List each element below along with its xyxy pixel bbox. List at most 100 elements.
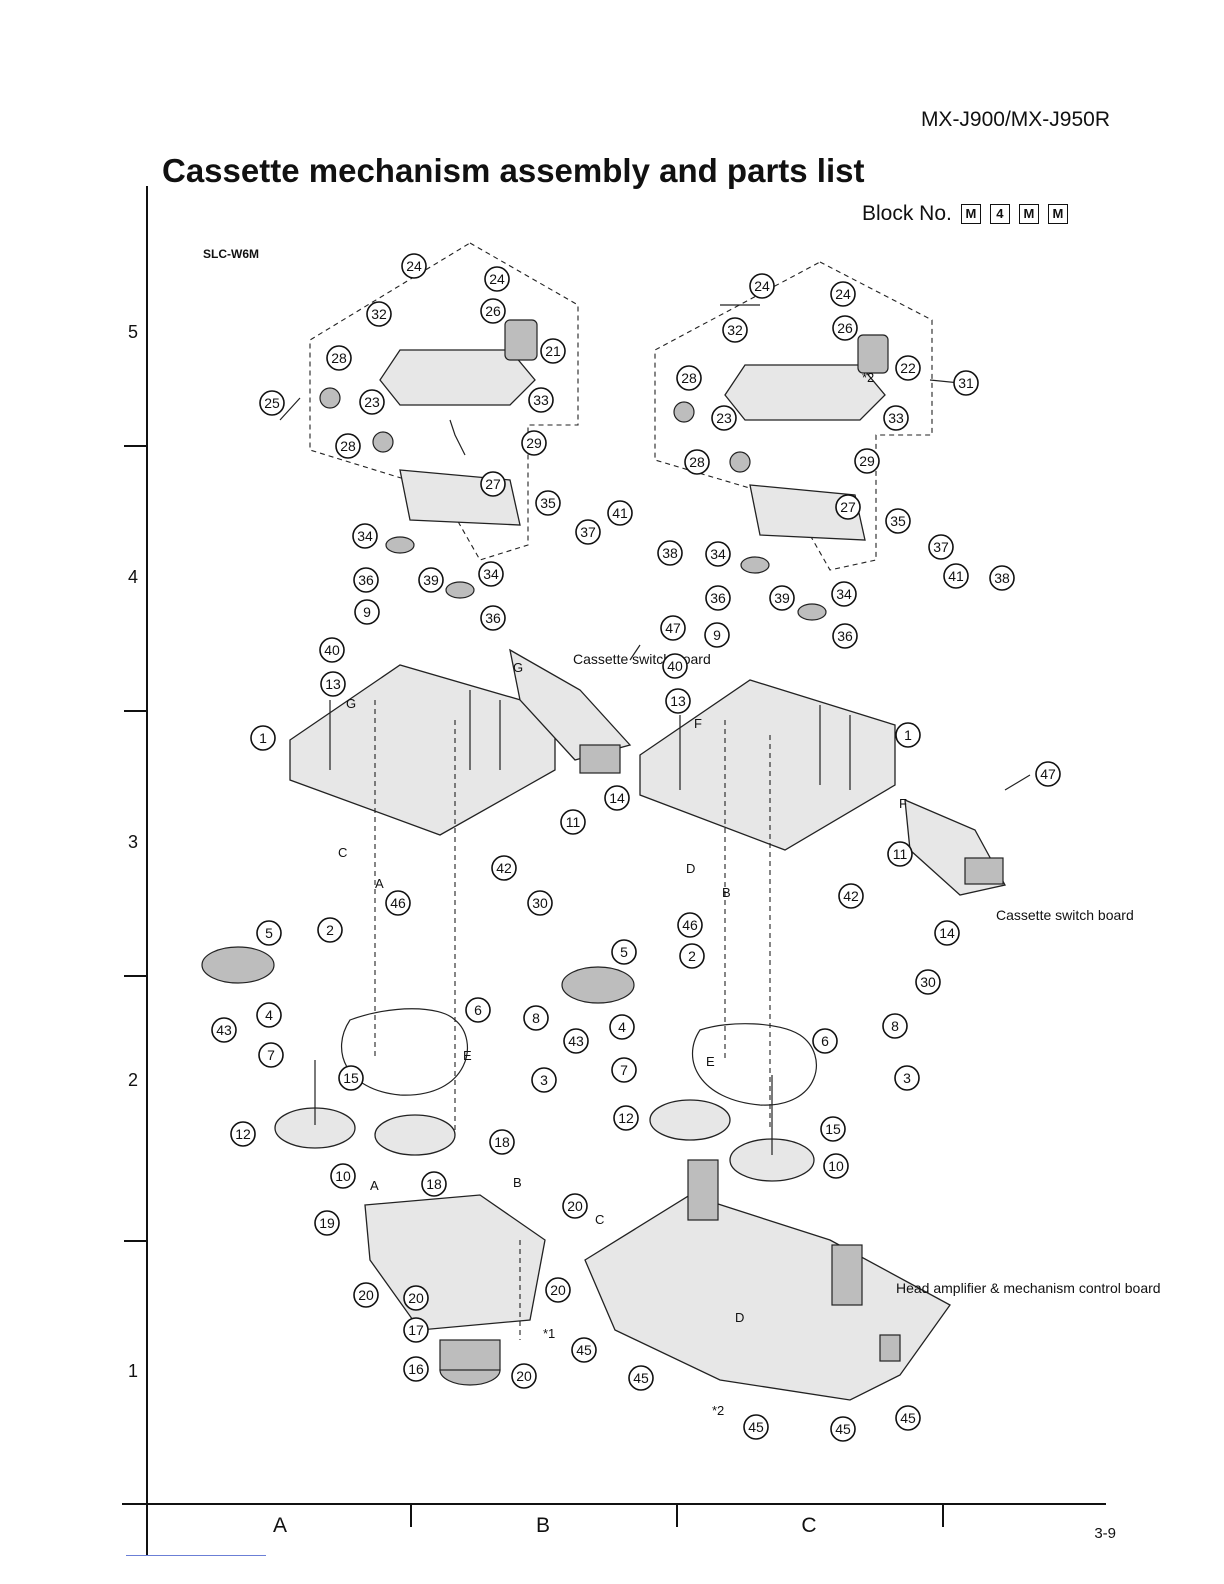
mechanism-name: SLC-W6M: [203, 247, 259, 261]
svg-text:27: 27: [840, 499, 856, 515]
chassis-right-posts: [679, 705, 851, 790]
part-callout-13: 13: [320, 671, 346, 697]
part-callout-45: 45: [628, 1365, 654, 1391]
part-callout-21: 21: [540, 338, 566, 364]
part-callout-46: 46: [385, 890, 411, 916]
svg-text:40: 40: [324, 642, 340, 658]
svg-text:45: 45: [748, 1419, 764, 1435]
reel-gear-left-b: [445, 581, 475, 599]
marker-star-2-head: *2: [862, 370, 874, 385]
part-callout-14: 14: [934, 920, 960, 946]
row-label-5: 5: [128, 322, 139, 342]
svg-text:23: 23: [364, 394, 380, 410]
part-callout-34: 34: [705, 541, 731, 567]
svg-text:1: 1: [259, 730, 267, 746]
svg-text:47: 47: [1040, 766, 1056, 782]
svg-text:6: 6: [474, 1002, 482, 1018]
svg-text:4: 4: [265, 1007, 273, 1023]
part-callout-9: 9: [704, 622, 730, 648]
part-callout-3: 3: [531, 1067, 557, 1093]
svg-text:22: 22: [900, 360, 916, 376]
part-callout-33: 33: [528, 387, 554, 413]
part-callout-36: 36: [353, 567, 379, 593]
spring-left: [449, 419, 466, 456]
ref-letter-c-left: C: [338, 845, 347, 860]
part-callout-43: 43: [563, 1028, 589, 1054]
svg-text:1: 1: [904, 727, 912, 743]
svg-text:24: 24: [406, 258, 422, 274]
marker-star-2: *2: [712, 1403, 724, 1418]
svg-text:13: 13: [325, 676, 341, 692]
svg-text:8: 8: [532, 1010, 540, 1026]
svg-text:20: 20: [550, 1282, 566, 1298]
column-divider: [410, 1503, 412, 1527]
ref-letter-c-board: C: [595, 1212, 604, 1227]
part-callout-29: 29: [854, 448, 880, 474]
svg-text:24: 24: [754, 278, 770, 294]
svg-text:30: 30: [532, 895, 548, 911]
svg-text:36: 36: [837, 628, 853, 644]
svg-text:18: 18: [494, 1134, 510, 1150]
part-callout-6: 6: [812, 1028, 838, 1054]
svg-text:41: 41: [948, 568, 964, 584]
svg-text:47: 47: [665, 620, 681, 636]
svg-text:40: 40: [667, 658, 683, 674]
block-code-4: M: [1047, 204, 1068, 224]
part-callout-28: 28: [684, 449, 710, 475]
part-callout-12: 12: [613, 1105, 639, 1131]
part-callout-39: 39: [769, 585, 795, 611]
svg-text:23: 23: [716, 410, 732, 426]
svg-text:45: 45: [576, 1342, 592, 1358]
part-callout-40: 40: [319, 637, 345, 663]
part-callout-5: 5: [256, 920, 282, 946]
flywheel-right-12: [649, 1099, 731, 1141]
part-callout-1: 1: [895, 722, 921, 748]
svg-text:45: 45: [633, 1370, 649, 1386]
switch-solenoid-left: [579, 744, 621, 774]
svg-text:38: 38: [994, 570, 1010, 586]
part-callout-14: 14: [604, 785, 630, 811]
part-callout-22: 22: [895, 355, 921, 381]
svg-text:14: 14: [609, 790, 625, 806]
svg-text:34: 34: [357, 528, 373, 544]
part-callout-16: 16: [403, 1356, 429, 1382]
svg-text:18: 18: [426, 1176, 442, 1192]
board-connector-b: [831, 1244, 863, 1306]
svg-text:37: 37: [933, 539, 949, 555]
column-divider: [146, 1503, 148, 1527]
svg-text:2: 2: [688, 948, 696, 964]
part-callout-36: 36: [705, 585, 731, 611]
flywheel-left-10: [374, 1114, 456, 1156]
part-callout-36: 36: [832, 623, 858, 649]
svg-text:10: 10: [828, 1158, 844, 1174]
svg-text:12: 12: [235, 1126, 251, 1142]
cassette-switch-board-text-left: Cassette switch board: [573, 651, 711, 667]
svg-text:25: 25: [264, 395, 280, 411]
frame-left-rule: [146, 186, 148, 1556]
part-callout-45: 45: [830, 1416, 856, 1442]
part-callout-24: 24: [401, 253, 427, 279]
row-divider: [124, 710, 148, 712]
svg-text:36: 36: [485, 610, 501, 626]
cassette-switch-board-text-right: Cassette switch board: [996, 907, 1134, 923]
svg-text:43: 43: [568, 1033, 584, 1049]
part-callout-40: 40: [662, 653, 688, 679]
part-callout-20: 20: [545, 1277, 571, 1303]
svg-text:11: 11: [566, 814, 581, 830]
part-callout-7: 7: [611, 1057, 637, 1083]
svg-text:41: 41: [612, 505, 628, 521]
pinch-roller-left-b: [372, 431, 394, 453]
part-callout-19: 19: [314, 1210, 340, 1236]
svg-text:7: 7: [267, 1047, 275, 1063]
ref-letter-a-left: A: [375, 876, 384, 891]
motor-bracket: [364, 1194, 546, 1331]
svg-text:26: 26: [837, 320, 853, 336]
part-callout-41: 41: [943, 563, 969, 589]
part-callout-8: 8: [523, 1005, 549, 1031]
head-base-right: [724, 364, 886, 421]
part-callout-47: 47: [1035, 761, 1061, 787]
svg-text:3: 3: [903, 1070, 911, 1086]
part-callout-27: 27: [835, 494, 861, 520]
part-callout-28: 28: [676, 365, 702, 391]
svg-text:9: 9: [363, 604, 371, 620]
